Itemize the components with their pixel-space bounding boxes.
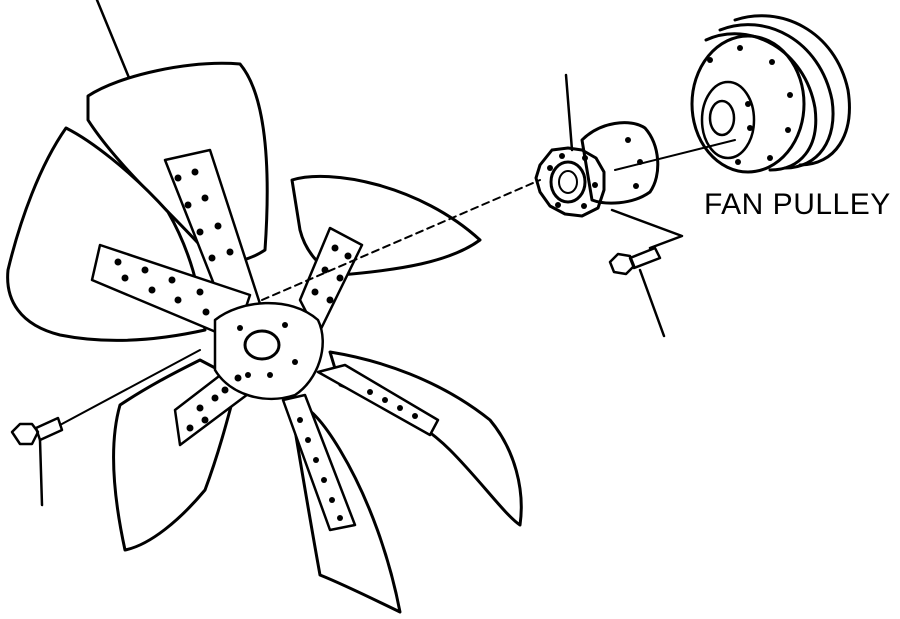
pulley-hub bbox=[700, 80, 756, 160]
spacer-bolt-holes bbox=[547, 137, 643, 209]
pulley-outer-groove-3 bbox=[733, 14, 851, 167]
upper-bolt bbox=[608, 246, 662, 276]
spoke-holes bbox=[114, 168, 418, 521]
spacer-flange bbox=[534, 146, 606, 218]
leader-lines bbox=[38, 0, 684, 507]
center-axis bbox=[261, 139, 736, 301]
lower-bolt-axis bbox=[59, 349, 201, 426]
pulley-outer-groove-1 bbox=[704, 32, 818, 172]
lower-bolt bbox=[10, 349, 201, 446]
fan-hub bbox=[213, 301, 324, 400]
leader-line-fan bbox=[95, 0, 134, 87]
axis-line-solid bbox=[614, 139, 736, 171]
axis-line-dashed bbox=[261, 179, 541, 301]
spoke-lower bbox=[281, 393, 357, 532]
fan-pulley bbox=[690, 14, 851, 174]
leader-line-upper-bolt bbox=[638, 268, 666, 338]
pulley-bore bbox=[708, 99, 736, 137]
spoke-lower-right bbox=[316, 363, 440, 437]
leader-line-bolt-bracket bbox=[610, 208, 684, 250]
spacer-bore bbox=[549, 160, 587, 204]
fan-hub-center-hole bbox=[243, 329, 281, 361]
leader-line-lower-bolt bbox=[38, 438, 44, 507]
fan-blade-assembly bbox=[6, 61, 523, 614]
pulley-outer-groove-2 bbox=[718, 23, 835, 170]
pulley-face bbox=[690, 34, 806, 174]
spacer-inner-bore bbox=[558, 170, 578, 194]
pulley-bolt-holes bbox=[707, 45, 793, 165]
spoke-left bbox=[90, 243, 252, 342]
lower-bolt-head bbox=[10, 422, 40, 446]
fan-pulley-label: FAN PULLEY bbox=[704, 188, 891, 221]
leader-line-spacer bbox=[564, 73, 574, 152]
spacer-hub bbox=[534, 121, 660, 218]
spacer-body bbox=[580, 121, 660, 205]
lower-bolt-shank bbox=[34, 416, 64, 442]
upper-bolt-shank bbox=[628, 246, 662, 270]
